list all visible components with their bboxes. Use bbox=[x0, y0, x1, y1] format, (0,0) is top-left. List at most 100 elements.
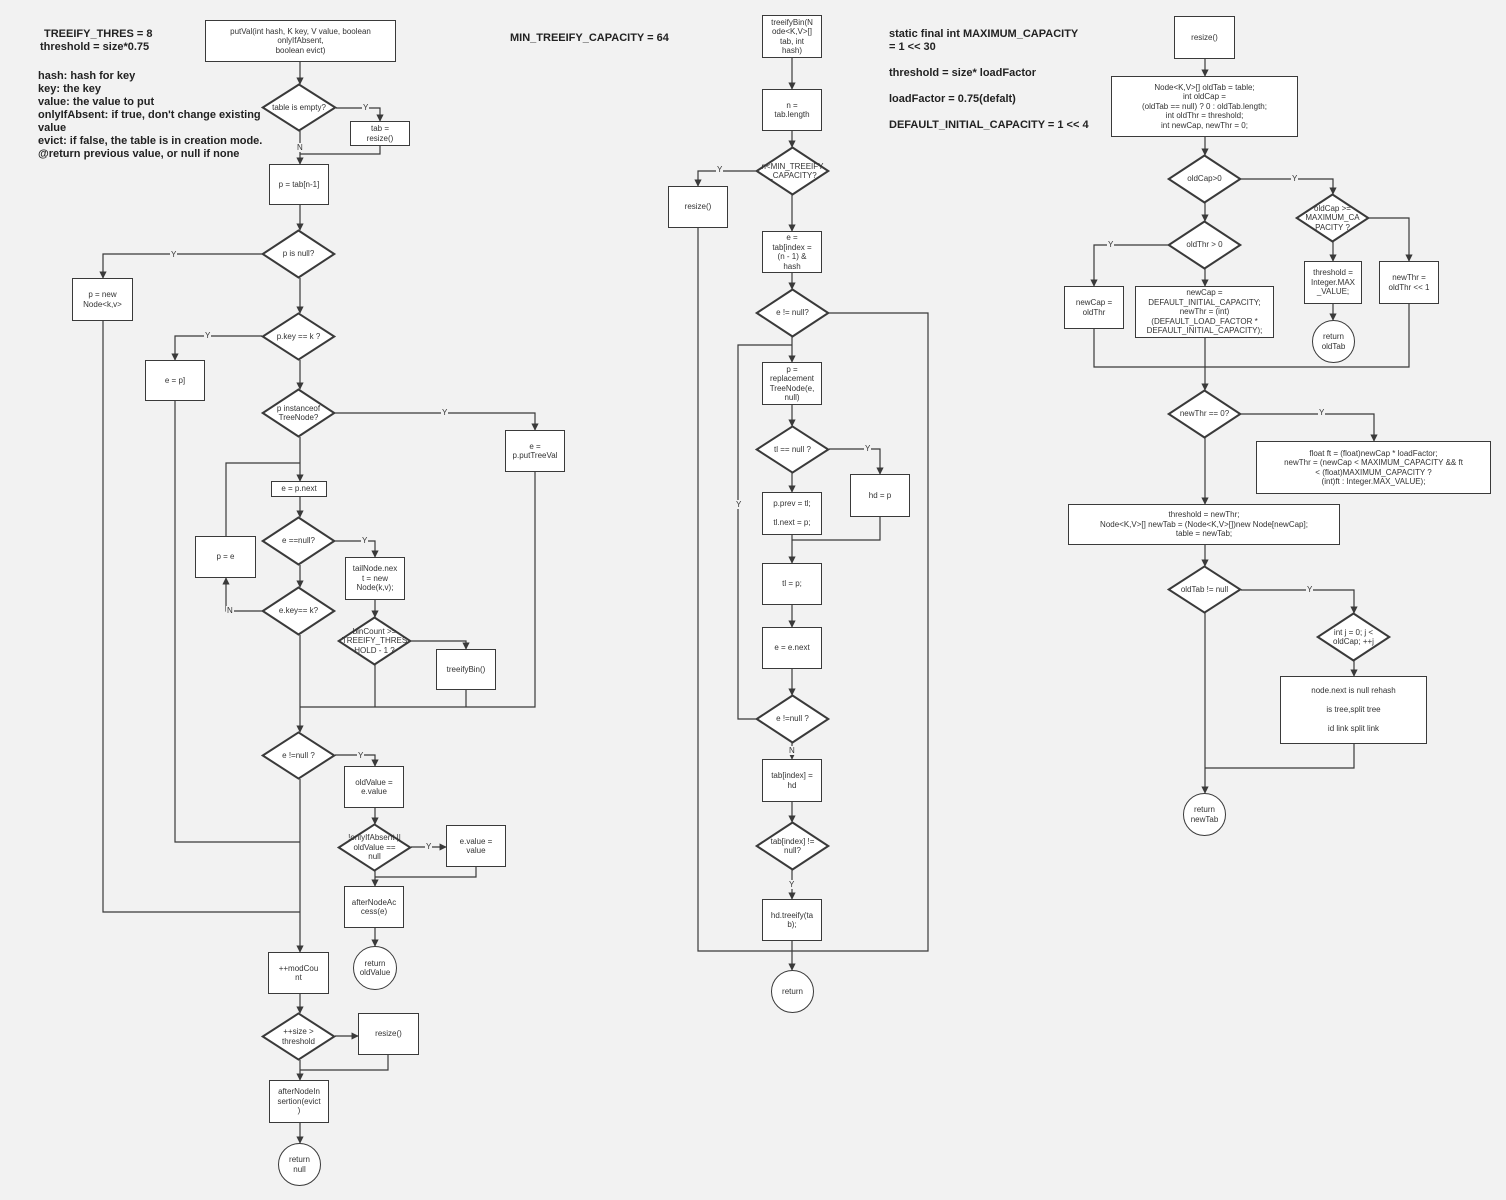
only-if-absent-decision: !onlyIfAbsent || oldValue == null bbox=[338, 824, 411, 871]
treeifybin-call-box: treeifyBin() bbox=[436, 649, 496, 690]
e-tab-index-box: e = tab[index = (n - 1) & hash bbox=[762, 231, 822, 273]
connector-line bbox=[336, 107, 384, 122]
connector-line bbox=[411, 640, 470, 650]
oldtab-not-null-decision: oldTab != null bbox=[1168, 566, 1241, 613]
hd-treeify-box: hd.treeify(ta b); bbox=[762, 899, 822, 941]
connector-line bbox=[1090, 244, 1168, 287]
connector-line bbox=[300, 146, 381, 155]
edge-label-yes: Y bbox=[788, 880, 796, 889]
edge-label-yes: Y bbox=[441, 408, 449, 417]
connector-line bbox=[1093, 329, 1205, 368]
e-p-next-box: e = p.next bbox=[271, 481, 327, 497]
connector-line bbox=[829, 448, 884, 475]
e-put-tree-box: e = p.putTreeVal bbox=[505, 430, 565, 472]
connector-line bbox=[737, 344, 792, 720]
connector-line bbox=[1369, 217, 1413, 262]
oldcap-max-decision: oldCap >= MAXIMUM_CA PACITY ? bbox=[1296, 194, 1369, 242]
p-key-eq-decision: p.key == k ? bbox=[262, 313, 335, 360]
edge-label-yes: Y bbox=[735, 500, 743, 509]
edge-label-yes: Y bbox=[1107, 240, 1115, 249]
edge-label-yes: Y bbox=[357, 751, 365, 760]
edge-label-yes: Y bbox=[1318, 408, 1326, 417]
edge-label-yes: Y bbox=[170, 250, 178, 259]
connector-line bbox=[1241, 589, 1358, 614]
threshold-max-box: threshold = Integer.MAX _VALUE; bbox=[1304, 261, 1362, 304]
oldcap-gt0-decision: oldCap>0 bbox=[1168, 155, 1241, 203]
connector-line bbox=[792, 312, 929, 952]
oldthr-gt0-decision: oldThr > 0 bbox=[1168, 221, 1241, 269]
edge-label-yes: Y bbox=[204, 331, 212, 340]
p-prev-box: p.prev = tl; tl.next = p; bbox=[762, 492, 822, 535]
edge-label-no: N bbox=[226, 606, 234, 615]
e-null-decision: e ==null? bbox=[262, 517, 335, 565]
p-eq-e-box: p = e bbox=[195, 536, 256, 578]
connector-line bbox=[171, 335, 262, 361]
float-ft-box: float ft = (float)newCap * loadFactor; n… bbox=[1256, 441, 1491, 494]
constants-notes: static final int MAXIMUM_CAPACITY = 1 <<… bbox=[889, 28, 1089, 131]
edge-label-no: N bbox=[788, 746, 796, 755]
connector-line bbox=[300, 1055, 389, 1071]
after-insertion-box: afterNodeIn sertion(evict ) bbox=[269, 1080, 329, 1123]
connector-line bbox=[174, 401, 300, 843]
edge-label-yes: Y bbox=[716, 165, 724, 174]
threshold-assign-box: threshold = newThr; Node<K,V>[] newTab =… bbox=[1068, 504, 1340, 545]
newthr-zero-decision: newThr == 0? bbox=[1168, 390, 1241, 438]
connector-line bbox=[1241, 178, 1337, 195]
e-not-null-treeify-decision: e != null? bbox=[756, 289, 829, 337]
tail-next-box: tailNode.nex t = new Node(k,v); bbox=[345, 557, 405, 600]
connector-line bbox=[792, 517, 881, 541]
edge-label-yes: Y bbox=[864, 444, 872, 453]
newcap-oldthr-box: newCap = oldThr bbox=[1064, 286, 1124, 329]
e-not-null-decision: e !=null ? bbox=[262, 732, 335, 779]
treeifybin-start-box: treeifyBin(N ode<K,V>[] tab, int hash) bbox=[762, 15, 822, 58]
n-length-box: n = tab.length bbox=[762, 89, 822, 131]
after-access-box: afterNodeAc cess(e) bbox=[344, 886, 404, 928]
connector-line bbox=[375, 867, 477, 878]
p-replacement-box: p = replacement TreeNode(e, null) bbox=[762, 362, 822, 405]
tl-null-decision: tl == null ? bbox=[756, 426, 829, 473]
p-new-node-box: p = new Node<k,v> bbox=[72, 278, 133, 321]
table-empty-decision: table is empty? bbox=[262, 84, 336, 131]
e-key-eq-decision: e.key== k? bbox=[262, 587, 335, 635]
hd-p-box: hd = p bbox=[850, 474, 910, 517]
size-threshold-decision: ++size > threshold bbox=[262, 1013, 335, 1060]
connector-line bbox=[102, 321, 300, 913]
edge-label-yes: Y bbox=[362, 103, 370, 112]
e-next-box: e = e.next bbox=[762, 627, 822, 669]
connector-line bbox=[1205, 744, 1355, 769]
p-tab-box: p = tab[n-1] bbox=[269, 164, 329, 205]
old-value-box: oldValue = e.value bbox=[344, 766, 404, 808]
for-loop-decision: int j = 0; j < oldCap; ++j bbox=[1317, 613, 1390, 661]
parameter-notes: hash: hash for key key: the key value: t… bbox=[38, 70, 263, 160]
threshold-formula-note: threshold = size*0.75 bbox=[40, 41, 150, 53]
modcount-box: ++modCou nt bbox=[268, 952, 329, 994]
min-capacity-decision: n<MIN_TREEIFY _CAPACITY? bbox=[756, 147, 829, 195]
treeify-thres-note: TREEIFY_THRES = 8 bbox=[44, 28, 153, 40]
return-oldvalue-node: return oldValue bbox=[353, 946, 397, 990]
tab-index-not-null-decision: tab[index] != null? bbox=[756, 822, 829, 870]
resize-init-box: Node<K,V>[] oldTab = table; int oldCap =… bbox=[1111, 76, 1298, 137]
tab-index-hd-box: tab[index] = hd bbox=[762, 759, 822, 802]
connector-line bbox=[225, 462, 300, 536]
return-oldtab-node: return oldTab bbox=[1312, 320, 1355, 363]
e-eq-p-box: e = p] bbox=[145, 360, 205, 401]
connector-line bbox=[300, 472, 536, 708]
edge-label-yes: Y bbox=[1306, 585, 1314, 594]
resize-call-box: resize() bbox=[358, 1013, 419, 1055]
bincount-decision: binCount >= TREEIFY_THRES HOLD - 1 ? bbox=[338, 617, 411, 665]
connector-line bbox=[694, 170, 756, 187]
edge-label-yes: Y bbox=[425, 842, 433, 851]
return-null-node: return null bbox=[278, 1143, 321, 1186]
connector-line bbox=[697, 228, 792, 952]
edge-label-no: N bbox=[296, 143, 304, 152]
connector-line bbox=[99, 253, 262, 279]
tl-p-box: tl = p; bbox=[762, 563, 822, 605]
edge-label-yes: Y bbox=[1291, 174, 1299, 183]
p-null-decision: p is null? bbox=[262, 230, 335, 278]
treeify-resize-box: resize() bbox=[668, 186, 728, 228]
instanceof-tree-decision: p instanceof TreeNode? bbox=[262, 389, 335, 437]
tab-resize-box: tab = resize() bbox=[350, 121, 410, 146]
connector-line bbox=[335, 754, 379, 767]
